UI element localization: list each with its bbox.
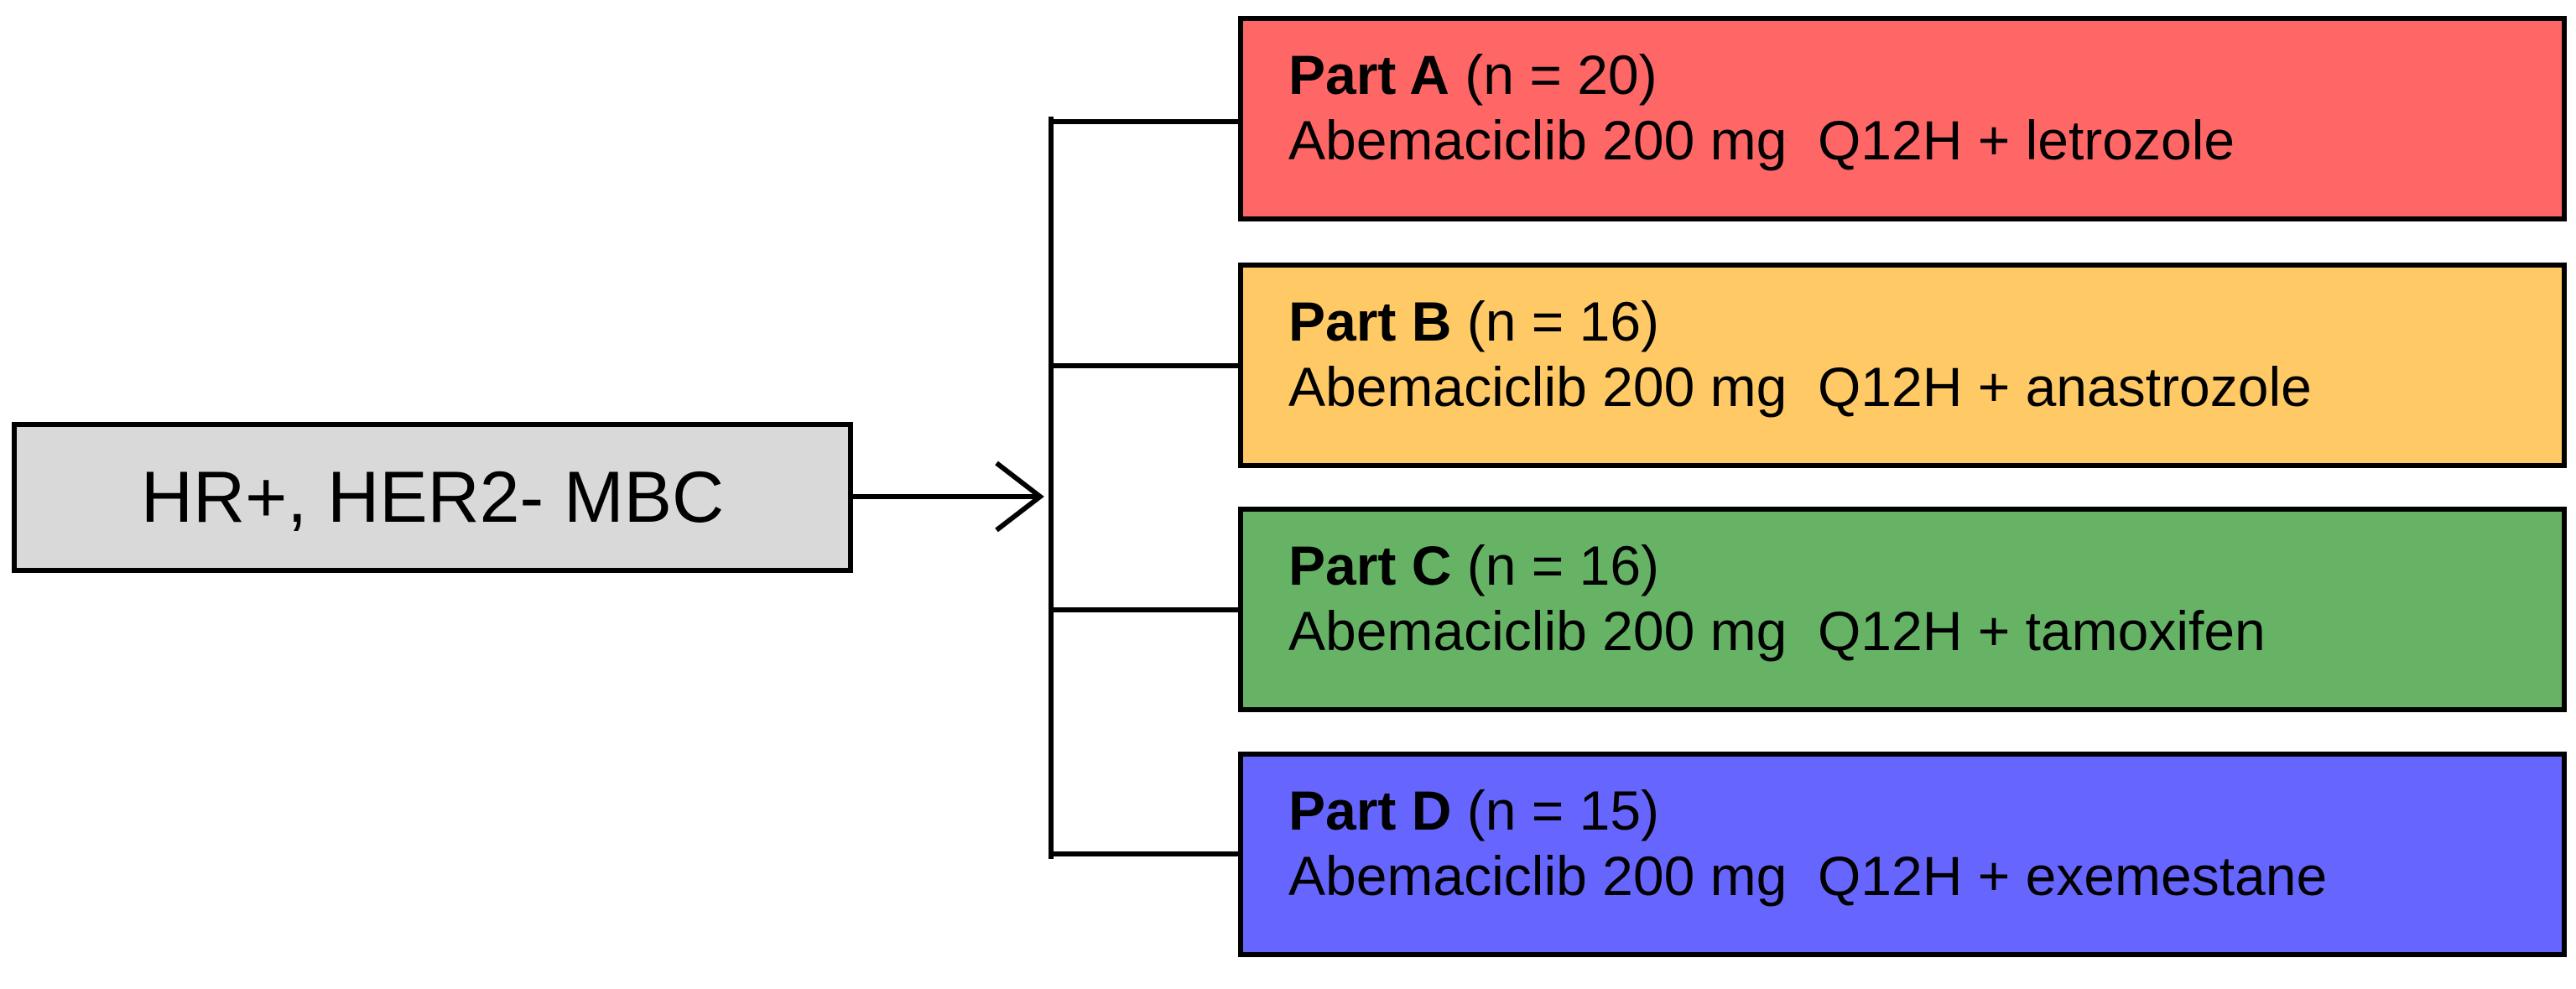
arm-count-part-a: (n = 20) xyxy=(1465,44,1657,106)
arm-regimen-part-a: Abemaciclib 200 mg Q12H + letrozole xyxy=(1288,108,2235,171)
population-label: HR+, HER2- MBC xyxy=(140,457,725,538)
arm-box-part-c: Part C (n = 16) Abemaciclib 200 mg Q12H … xyxy=(1238,507,2567,712)
arm-name-part-c: Part C xyxy=(1288,534,1452,596)
arm-header-part-d: Part D (n = 15) xyxy=(1288,778,2562,844)
arm-count-part-c: (n = 16) xyxy=(1466,534,1660,596)
arm-regimen-part-d: Abemaciclib 200 mg Q12H + exemestane xyxy=(1288,844,2328,907)
arm-name-part-b: Part B xyxy=(1288,290,1452,352)
arm-header-part-c: Part C (n = 16) xyxy=(1288,534,2562,599)
arm-regimen-part-b: Abemaciclib 200 mg Q12H + anastrozole xyxy=(1288,355,2312,418)
arm-name-part-d: Part D xyxy=(1288,779,1452,841)
population-box: HR+, HER2- MBC xyxy=(12,422,853,573)
arm-name-part-a: Part A xyxy=(1288,44,1449,106)
arm-regimen-part-c: Abemaciclib 200 mg Q12H + tamoxifen xyxy=(1288,599,2266,662)
arm-count-part-d: (n = 15) xyxy=(1466,779,1660,841)
arm-header-part-a: Part A (n = 20) xyxy=(1288,43,2562,108)
arm-box-part-a: Part A (n = 20) Abemaciclib 200 mg Q12H … xyxy=(1238,16,2567,221)
arm-header-part-b: Part B (n = 16) xyxy=(1288,289,2562,355)
arm-box-part-b: Part B (n = 16) Abemaciclib 200 mg Q12H … xyxy=(1238,263,2567,468)
arrowhead xyxy=(995,461,1044,533)
arm-count-part-b: (n = 16) xyxy=(1466,290,1660,352)
arm-box-part-d: Part D (n = 15) Abemaciclib 200 mg Q12H … xyxy=(1238,752,2567,957)
